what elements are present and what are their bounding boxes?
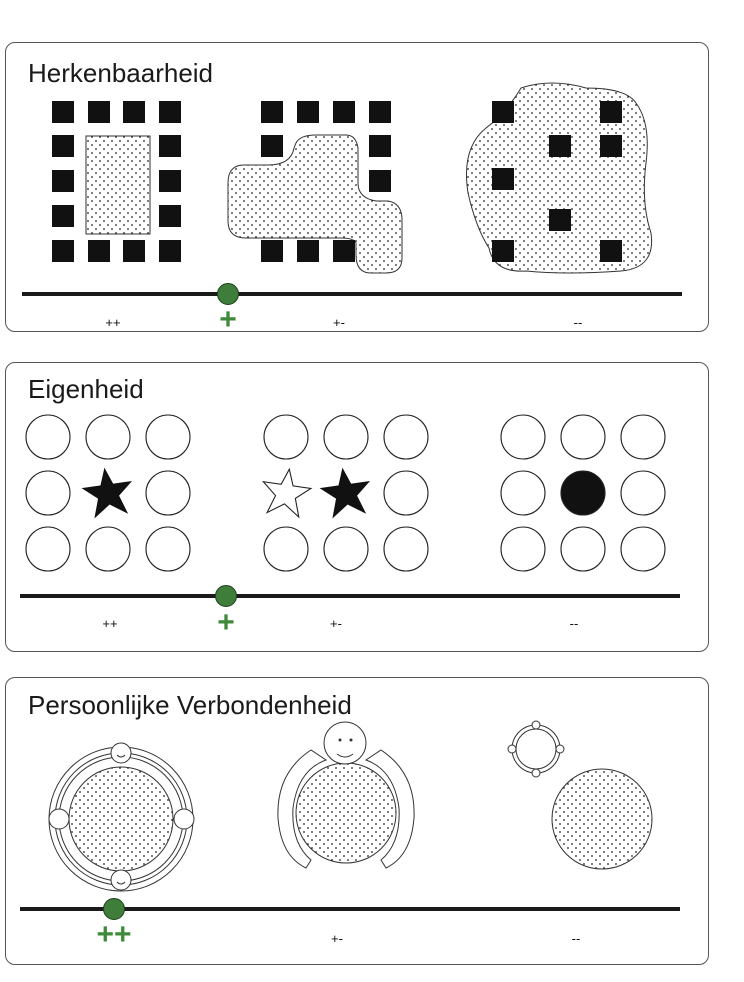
rating-scale-line [20,907,680,911]
scale-label-high: ++ [105,315,121,330]
illustration-mid-connectedness [277,721,415,869]
herkenbaarheid-illustrations [52,82,653,274]
illustration-low-connectedness [507,720,653,870]
illustration-mid-recognizability [227,101,403,274]
illustration-high-connectedness [48,742,195,892]
panel-title: Eigenheid [28,374,144,404]
rating-scale-line [22,292,682,296]
eigenheid-illustrations [25,414,666,572]
rating-marker [215,585,237,607]
rating-marker [217,283,239,305]
illustration-high-uniqueness [25,414,191,572]
illustration-low-recognizability [465,82,653,274]
scale-label-mid: +- [330,616,342,631]
panel-title: Persoonlijke Verbondenheid [28,690,352,720]
rating-marker-label: + [219,303,237,336]
illustration-low-uniqueness [500,414,666,572]
verbondenheid-illustrations [48,720,653,892]
scale-label-mid: +- [331,931,343,946]
rating-scale-line [20,594,680,598]
scale-label-low: -- [569,616,579,631]
panel-herkenbaarheid: Herkenbaarheid [5,42,709,336]
scale-label-mid: +- [333,315,345,330]
scale-label-low: -- [571,931,581,946]
rating-marker [103,898,125,920]
panel-persoonlijke-verbondenheid: Persoonlijke Verbondenheid [5,677,709,965]
scale-label-high: ++ [102,616,118,631]
panel-eigenheid: Eigenheid + ++ +- -- [5,362,709,652]
illustration-mid-uniqueness [261,414,429,572]
illustration-high-recognizability [52,101,181,262]
scale-label-low: -- [573,315,583,330]
rating-marker-label: ++ [96,918,132,951]
panel-title: Herkenbaarheid [28,58,214,88]
rating-marker-label: + [217,606,235,639]
